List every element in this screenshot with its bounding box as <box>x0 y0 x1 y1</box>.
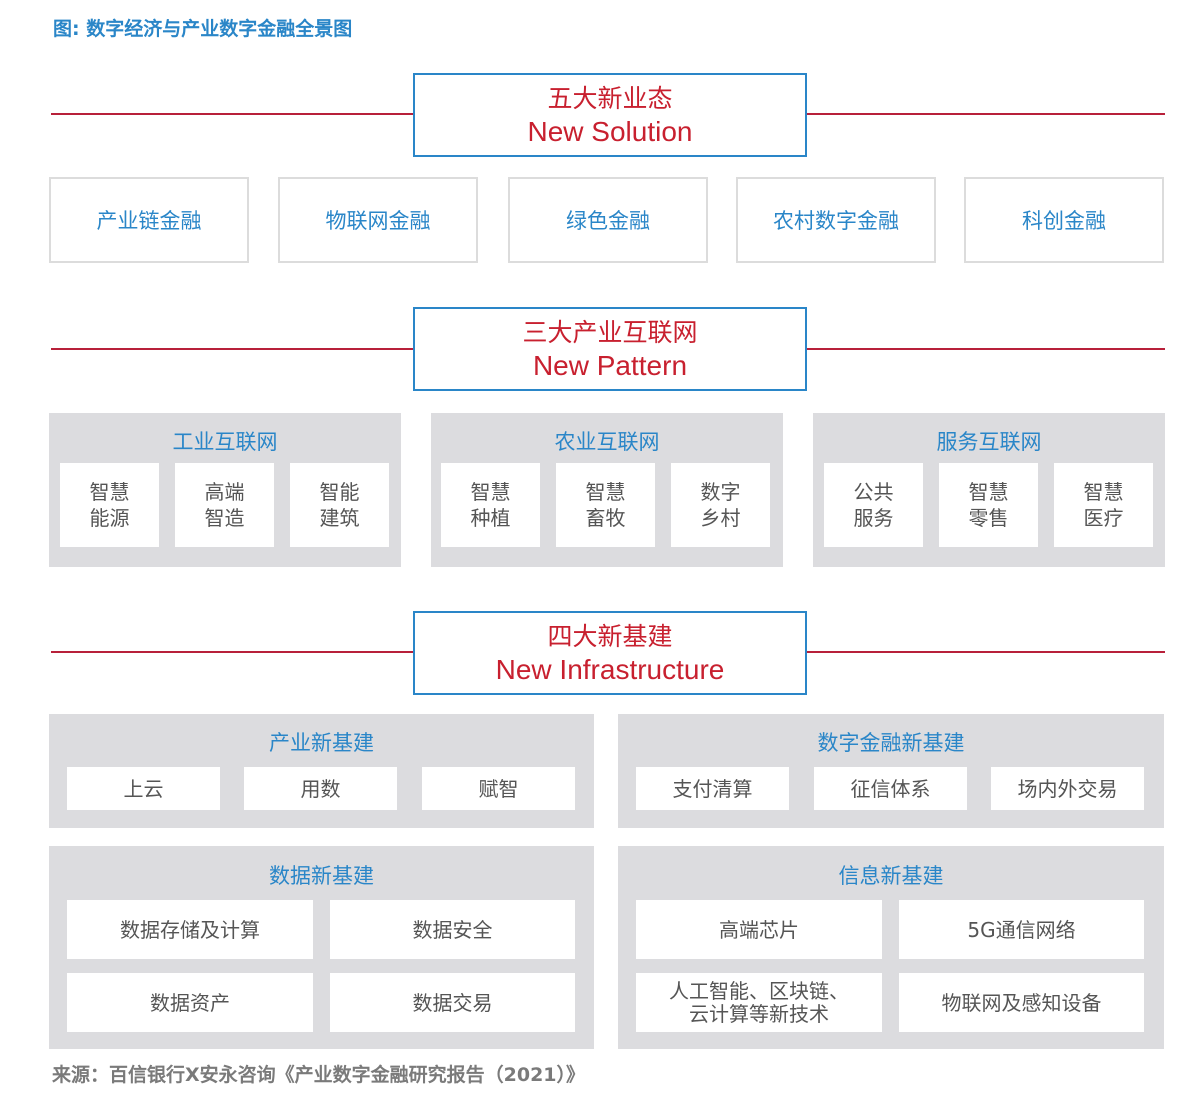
infra-item: 人工智能、区块链、 云计算等新技术 <box>636 973 882 1032</box>
infra-item: 数据安全 <box>330 900 575 959</box>
infra-item: 上云 <box>67 767 220 810</box>
section-header-solution: 五大新业态 New Solution <box>413 73 807 157</box>
pattern-item: 智慧 零售 <box>939 463 1038 547</box>
infra-group-digital-finance: 数字金融新基建 支付清算 征信体系 场内外交易 <box>618 714 1164 828</box>
infra-item: 数据资产 <box>67 973 313 1032</box>
solution-item: 科创金融 <box>964 177 1164 263</box>
infra-group-industry: 产业新基建 上云 用数 赋智 <box>49 714 594 828</box>
source-note: 来源：百信银行X安永咨询《产业数字金融研究报告（2021）》 <box>52 1064 586 1086</box>
pattern-item: 智慧 能源 <box>60 463 159 547</box>
solution-item: 产业链金融 <box>49 177 249 263</box>
solution-item: 物联网金融 <box>278 177 478 263</box>
group-title: 信息新基建 <box>838 864 944 888</box>
infra-item: 物联网及感知设备 <box>899 973 1144 1032</box>
group-title: 数字金融新基建 <box>817 731 965 755</box>
pattern-group-service: 服务互联网 公共 服务 智慧 零售 智慧 医疗 <box>813 413 1165 567</box>
infra-item: 场内外交易 <box>991 767 1144 810</box>
infra-item: 高端芯片 <box>636 900 882 959</box>
section-title-en: New Infrastructure <box>495 654 725 685</box>
solution-item: 农村数字金融 <box>736 177 936 263</box>
figure-title: 图: 数字经济与产业数字金融全景图 <box>53 18 353 40</box>
group-title: 工业互联网 <box>172 430 278 454</box>
pattern-item: 智慧 畜牧 <box>556 463 655 547</box>
pattern-group-industrial: 工业互联网 智慧 能源 高端 智造 智能 建筑 <box>49 413 401 567</box>
section-header-pattern: 三大产业互联网 New Pattern <box>413 307 807 391</box>
divider-line <box>51 651 413 653</box>
pattern-item: 高端 智造 <box>175 463 274 547</box>
pattern-item: 智慧 种植 <box>441 463 540 547</box>
divider-line <box>51 113 413 115</box>
section-title-en: New Pattern <box>532 350 688 381</box>
section-title-cn: 四大新基建 <box>547 622 673 651</box>
pattern-group-agriculture: 农业互联网 智慧 种植 智慧 畜牧 数字 乡村 <box>431 413 783 567</box>
infra-item: 用数 <box>244 767 397 810</box>
infra-item: 数据交易 <box>330 973 575 1032</box>
pattern-item: 智慧 医疗 <box>1054 463 1153 547</box>
infra-item: 数据存储及计算 <box>67 900 313 959</box>
group-title: 服务互联网 <box>936 430 1042 454</box>
group-title: 农业互联网 <box>554 430 660 454</box>
group-title: 数据新基建 <box>269 864 374 888</box>
infra-group-data: 数据新基建 数据存储及计算 数据安全 数据资产 数据交易 <box>49 846 594 1049</box>
infra-item: 支付清算 <box>636 767 789 810</box>
section-title-cn: 三大产业互联网 <box>522 318 698 347</box>
infra-item: 赋智 <box>422 767 575 810</box>
divider-line <box>807 113 1165 115</box>
infra-item: 5G通信网络 <box>899 900 1144 959</box>
infra-group-information: 信息新基建 高端芯片 5G通信网络 人工智能、区块链、 云计算等新技术 物联网及… <box>618 846 1164 1049</box>
pattern-item: 数字 乡村 <box>671 463 770 547</box>
solution-item: 绿色金融 <box>508 177 708 263</box>
divider-line <box>807 348 1165 350</box>
divider-line <box>807 651 1165 653</box>
pattern-item: 智能 建筑 <box>290 463 389 547</box>
group-title: 产业新基建 <box>269 731 374 755</box>
section-header-infrastructure: 四大新基建 New Infrastructure <box>413 611 807 695</box>
section-title-cn: 五大新业态 <box>547 84 673 113</box>
infra-item: 征信体系 <box>814 767 967 810</box>
divider-line <box>51 348 413 350</box>
pattern-item: 公共 服务 <box>824 463 923 547</box>
section-title-en: New Solution <box>527 116 693 147</box>
